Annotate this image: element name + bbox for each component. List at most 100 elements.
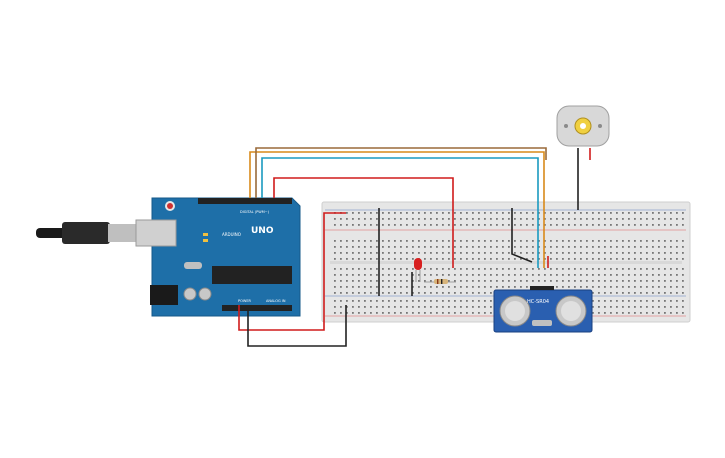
- breadboard-hole: [424, 292, 426, 294]
- breadboard-hole: [484, 268, 486, 270]
- breadboard-hole: [388, 252, 390, 254]
- breadboard-hole: [682, 224, 684, 226]
- breadboard-hole: [616, 252, 618, 254]
- breadboard-hole: [430, 306, 432, 308]
- breadboard-hole: [658, 286, 660, 288]
- breadboard-hole: [478, 224, 480, 226]
- breadboard-hole: [376, 268, 378, 270]
- breadboard-hole: [430, 312, 432, 314]
- led[interactable]: [414, 258, 422, 282]
- reset-button[interactable]: [167, 203, 173, 209]
- breadboard-hole: [340, 292, 342, 294]
- breadboard-hole: [616, 224, 618, 226]
- breadboard-hole: [604, 246, 606, 248]
- breadboard-hole: [586, 252, 588, 254]
- ultrasonic-sensor[interactable]: HC-SR04: [493, 286, 593, 333]
- wire-teal[interactable]: [261, 157, 539, 268]
- breadboard-hole: [538, 268, 540, 270]
- breadboard-hole: [520, 252, 522, 254]
- breadboard-hole: [364, 274, 366, 276]
- breadboard-hole: [502, 286, 504, 288]
- breadboard-hole: [406, 300, 408, 302]
- breadboard-hole: [454, 252, 456, 254]
- breadboard-hole: [508, 280, 510, 282]
- breadboard-hole: [604, 300, 606, 302]
- breadboard-hole: [670, 246, 672, 248]
- breadboard-hole: [418, 240, 420, 242]
- breadboard-hole: [652, 224, 654, 226]
- breadboard-hole: [574, 240, 576, 242]
- arduino-uno[interactable]: UNO ARDUINO DIGITAL (PWM~) POWER ANALOG …: [36, 197, 301, 317]
- sensor-pins: [530, 286, 554, 290]
- breadboard-hole: [424, 240, 426, 242]
- wire-black-sensor[interactable]: [511, 208, 533, 263]
- digital-header: [198, 198, 292, 204]
- breadboard-hole: [640, 258, 642, 260]
- resistor[interactable]: [424, 279, 456, 284]
- breadboard-hole: [352, 268, 354, 270]
- breadboard-hole: [394, 240, 396, 242]
- breadboard-hole: [682, 312, 684, 314]
- breadboard-hole: [646, 218, 648, 220]
- breadboard-hole: [646, 252, 648, 254]
- breadboard-hole: [610, 224, 612, 226]
- breadboard-hole: [598, 252, 600, 254]
- breadboard-hole: [472, 306, 474, 308]
- breadboard-hole: [442, 300, 444, 302]
- breadboard-hole: [640, 252, 642, 254]
- breadboard-hole: [646, 246, 648, 248]
- breadboard-hole: [376, 300, 378, 302]
- sensor-model-label: HC-SR04: [527, 299, 549, 305]
- breadboard-hole: [364, 258, 366, 260]
- breadboard-hole: [562, 246, 564, 248]
- breadboard-hole: [502, 224, 504, 226]
- wire-brown[interactable]: [255, 147, 547, 198]
- breadboard-hole: [610, 268, 612, 270]
- breadboard-hole: [424, 258, 426, 260]
- breadboard-hole: [598, 246, 600, 248]
- breadboard-hole: [598, 292, 600, 294]
- breadboard-hole: [544, 258, 546, 260]
- wire-red-led[interactable]: [273, 177, 454, 268]
- breadboard-hole: [472, 274, 474, 276]
- capacitor-1: [183, 287, 197, 301]
- breadboard-hole: [430, 292, 432, 294]
- breadboard-hole: [352, 218, 354, 220]
- breadboard-hole: [658, 218, 660, 220]
- breadboard-hole: [346, 306, 348, 308]
- breadboard-hole: [604, 218, 606, 220]
- breadboard-hole: [388, 224, 390, 226]
- breadboard-hole: [640, 280, 642, 282]
- breadboard-hole: [610, 286, 612, 288]
- breadboard-hole: [658, 306, 660, 308]
- breadboard-hole: [526, 286, 528, 288]
- breadboard-hole: [460, 240, 462, 242]
- breadboard-hole: [394, 218, 396, 220]
- breadboard-hole: [610, 292, 612, 294]
- breadboard-hole: [676, 224, 678, 226]
- breadboard-hole: [622, 224, 624, 226]
- breadboard-hole: [394, 252, 396, 254]
- breadboard-hole: [538, 258, 540, 260]
- breadboard-hole: [598, 312, 600, 314]
- breadboard-hole: [424, 306, 426, 308]
- breadboard-hole: [436, 312, 438, 314]
- breadboard-hole: [406, 268, 408, 270]
- breadboard-hole: [592, 300, 594, 302]
- breadboard-hole: [514, 258, 516, 260]
- wire-red-power[interactable]: [238, 212, 346, 331]
- breadboard-hole: [436, 212, 438, 214]
- wire-orange[interactable]: [249, 151, 545, 268]
- breadboard-hole: [490, 240, 492, 242]
- breadboard-hole: [598, 274, 600, 276]
- wire-black-ground[interactable]: [247, 305, 347, 347]
- breadboard-hole: [622, 274, 624, 276]
- breadboard-hole: [508, 252, 510, 254]
- breadboard-hole: [532, 212, 534, 214]
- breadboard-hole: [634, 312, 636, 314]
- breadboard-hole: [334, 312, 336, 314]
- dc-motor[interactable]: [556, 105, 610, 147]
- breadboard-hole: [370, 286, 372, 288]
- breadboard-hole: [646, 306, 648, 308]
